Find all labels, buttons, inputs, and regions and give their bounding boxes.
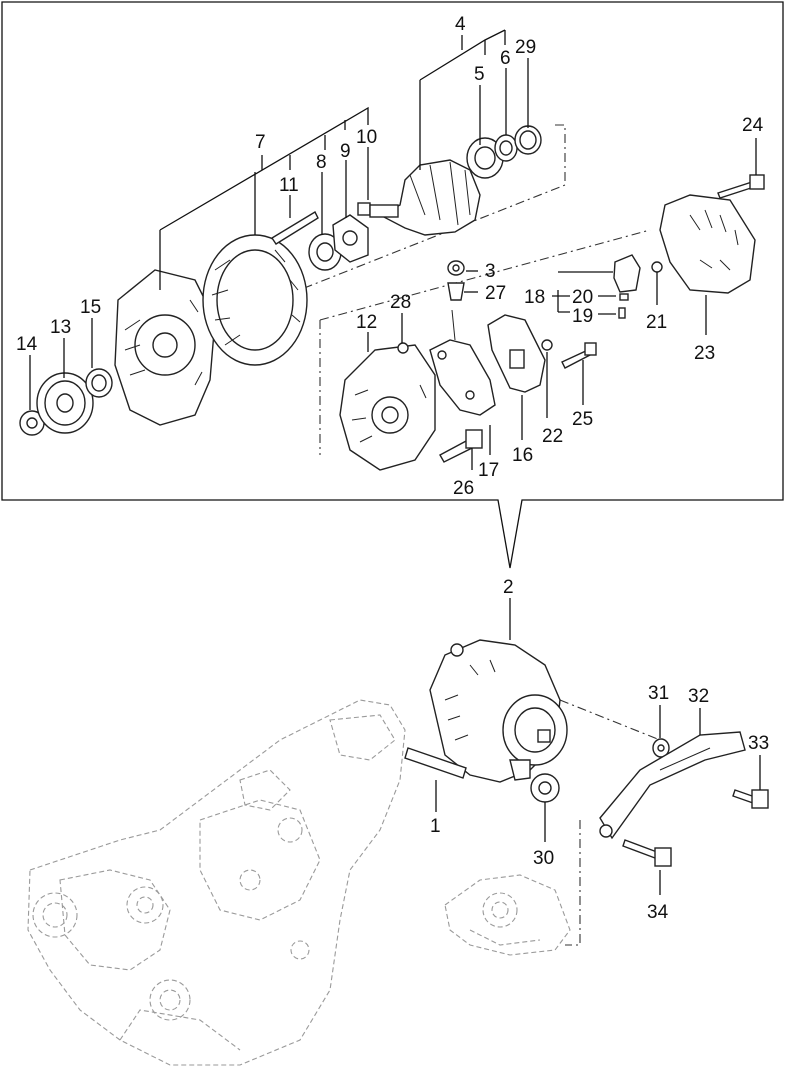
- callout-28: 28: [390, 292, 411, 313]
- callout-6: 6: [500, 48, 511, 69]
- bearing-rear: [308, 233, 342, 271]
- callout-24: 24: [742, 115, 764, 136]
- callout-1: 1: [430, 816, 441, 837]
- stud: [271, 211, 319, 245]
- pulley-nut: [19, 410, 45, 436]
- adjuster-bolt: [732, 789, 769, 809]
- mounting-nut: [530, 773, 560, 803]
- callout-9: 9: [340, 141, 351, 162]
- callout-3: 3: [485, 261, 496, 282]
- regulator: [613, 254, 641, 293]
- callout-17: 17: [478, 460, 499, 481]
- assembly-lines: [159, 124, 661, 946]
- callout-16: 16: [512, 445, 533, 466]
- water-pump-phantom: [444, 874, 571, 956]
- terminal-nut: [447, 260, 465, 276]
- seal: [514, 125, 542, 155]
- adjusting-bar: [599, 731, 746, 840]
- spacer: [85, 368, 113, 398]
- callout-18: 18: [524, 287, 545, 308]
- callout-29: 29: [515, 37, 536, 58]
- callout-32: 32: [688, 686, 709, 707]
- rotor: [369, 159, 481, 236]
- alternator-assembly: [429, 639, 568, 783]
- engine-block-phantom: [27, 699, 406, 1066]
- regulator-screw: [651, 261, 663, 273]
- leader-lines: [29, 29, 761, 895]
- pulley: [36, 372, 94, 434]
- bracket-bolt: [622, 839, 672, 867]
- retainer-screw: [357, 202, 371, 216]
- callout-30: 30: [533, 848, 554, 869]
- rear-end-frame: [339, 344, 436, 471]
- callout-25: 25: [572, 409, 593, 430]
- callout-27: 27: [485, 283, 506, 304]
- callout-5: 5: [474, 64, 485, 85]
- callout-11: 11: [279, 175, 299, 196]
- retainer-plate: [332, 214, 369, 263]
- callout-4: 4: [455, 14, 466, 35]
- callout-12: 12: [356, 312, 377, 333]
- callout-2: 2: [503, 577, 514, 598]
- stator: [202, 234, 308, 366]
- callout-23: 23: [694, 343, 715, 364]
- callout-21: 21: [646, 312, 667, 333]
- callout-22: 22: [542, 426, 563, 447]
- callout-19: 19: [572, 306, 593, 327]
- callout-10: 10: [356, 127, 377, 148]
- washer: [494, 134, 518, 162]
- callout-33: 33: [748, 733, 769, 754]
- regulator-pin: [618, 307, 626, 319]
- rear-cover: [659, 194, 756, 294]
- small-nut: [397, 342, 409, 354]
- cover-bolt: [717, 174, 765, 199]
- callout-15: 15: [80, 297, 101, 318]
- callout-14: 14: [16, 334, 38, 355]
- through-bolt: [561, 342, 597, 369]
- callout-26: 26: [453, 478, 474, 499]
- detail-frame: [1, 1, 784, 569]
- insulator: [447, 282, 465, 301]
- callout-13: 13: [50, 317, 71, 338]
- regulator-clip: [619, 293, 629, 301]
- callout-34: 34: [647, 902, 669, 923]
- brush-holder: [487, 314, 546, 393]
- callout-20: 20: [572, 287, 593, 308]
- callout-labels: 4 5 6 29 7 8 9 10 11 24 3 27 28 18 20 19…: [16, 14, 769, 923]
- holder-screw: [541, 339, 553, 351]
- callout-31: 31: [648, 683, 669, 704]
- terminal-bolt: [439, 429, 483, 463]
- drive-end-frame: [114, 269, 216, 426]
- mounting-bolt: [404, 747, 467, 779]
- callout-7: 7: [255, 132, 266, 153]
- callout-8: 8: [316, 152, 327, 173]
- bearing-front: [466, 137, 504, 179]
- rectifier: [429, 309, 496, 416]
